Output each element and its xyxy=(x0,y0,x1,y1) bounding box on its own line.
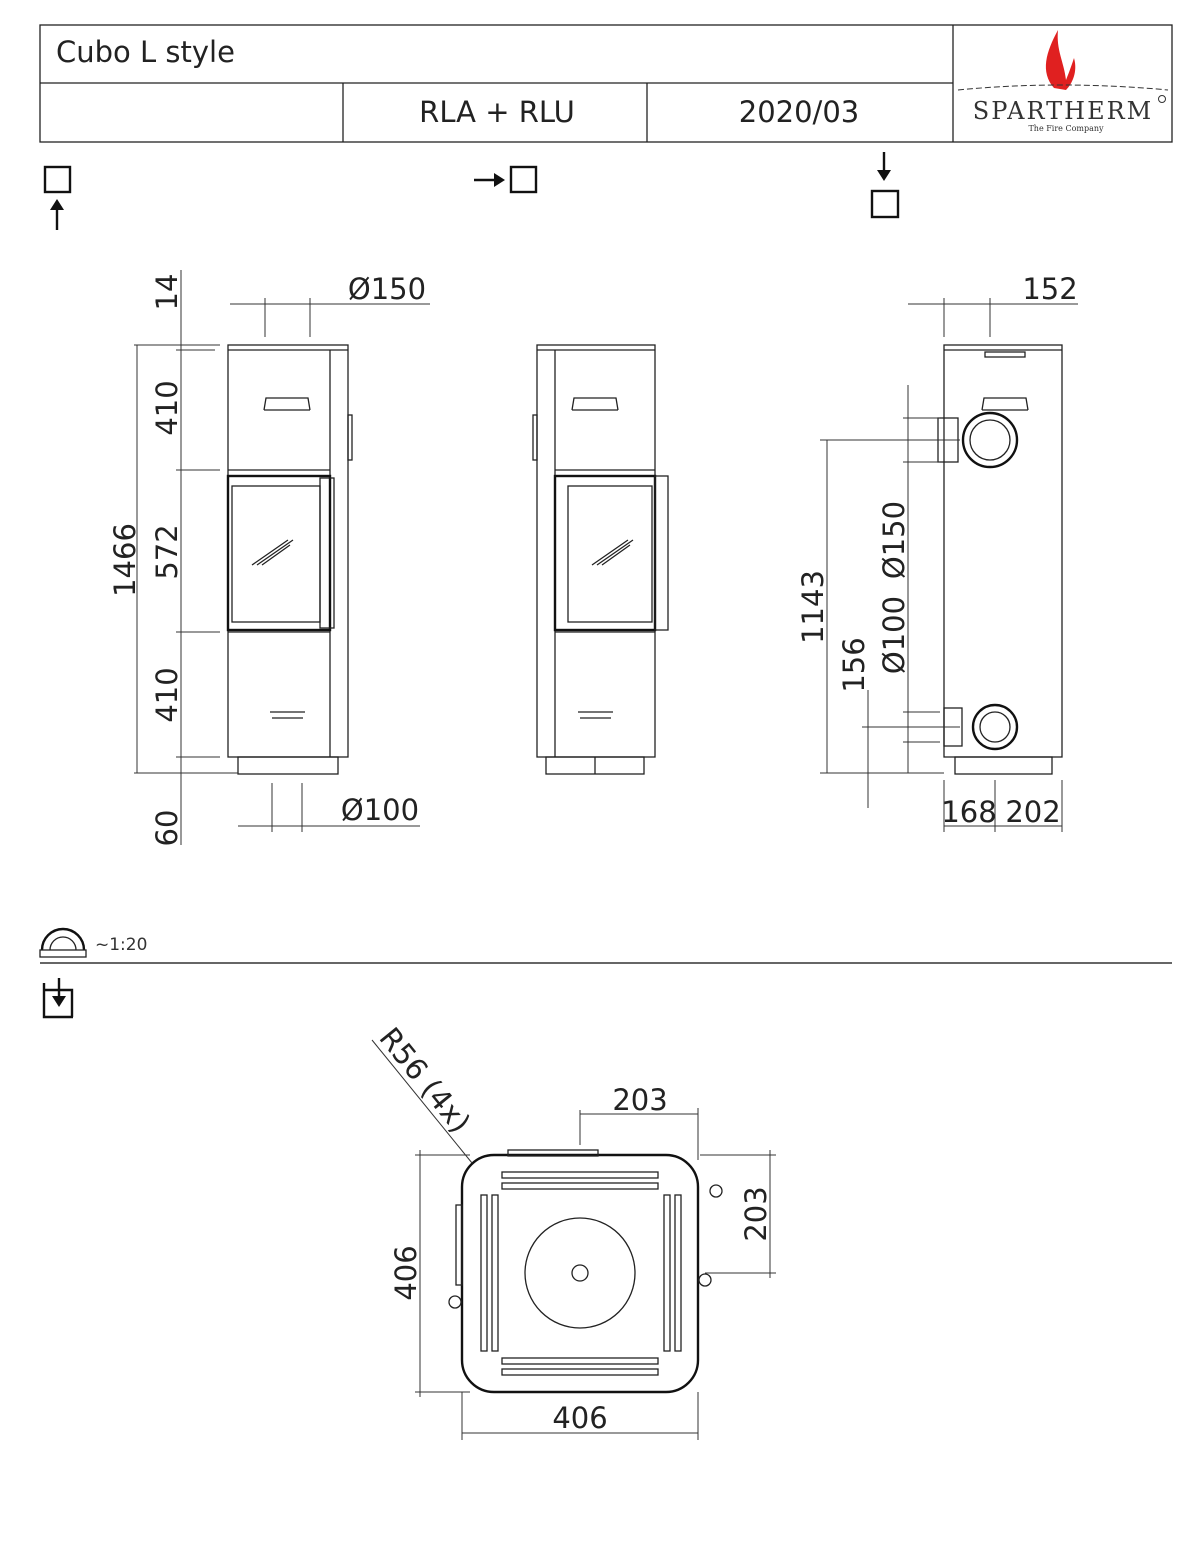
dim-depth-rest: 202 xyxy=(1005,795,1060,829)
dim-flue-offset: 152 xyxy=(1022,272,1077,306)
dim-flue-top: Ø150 xyxy=(348,272,426,306)
dim-top-offset: 14 xyxy=(150,274,184,311)
spartherm-logo: SPARTHERM The Fire Company xyxy=(957,30,1169,133)
dim-total-height: 1466 xyxy=(108,523,142,597)
dim-lower-section: 410 xyxy=(150,667,184,722)
dim-center-x: 203 xyxy=(612,1083,667,1117)
dim-flue-diameter: Ø150 xyxy=(877,501,911,579)
scale-indicator: ~1:20 xyxy=(39,927,147,958)
protractor-icon xyxy=(40,927,86,951)
title-block: Cubo L style RLA + RLU 2020/03 SPARTHERM… xyxy=(39,24,1173,143)
dim-radius: R56 (4x) xyxy=(373,1021,478,1139)
dim-door-section: 572 xyxy=(150,524,184,579)
dim-air-diameter: Ø100 xyxy=(877,596,911,674)
front-view: 1466 14 410 572 410 60 Ø150 Ø100 xyxy=(108,270,430,846)
product-title: Cubo L style xyxy=(56,35,235,69)
top-view: 203 203 406 406 R56 (4x) xyxy=(371,1021,776,1440)
scale-label: ~1:20 xyxy=(95,935,147,955)
variant-label: RLA + RLU xyxy=(419,95,575,129)
right-view: 152 1143 156 Ø150 Ø100 168 202 xyxy=(796,272,1078,832)
dim-air-height: 156 xyxy=(837,637,871,692)
logo-brand: SPARTHERM xyxy=(973,97,1153,125)
dim-center-y: 203 xyxy=(739,1186,773,1241)
dim-depth: 406 xyxy=(389,1245,423,1300)
date-label: 2020/03 xyxy=(739,95,859,129)
side-view xyxy=(532,344,669,775)
flame-icon xyxy=(1045,30,1076,90)
front-view-icon xyxy=(43,165,72,230)
side-view-icon xyxy=(474,165,538,194)
right-view-icon xyxy=(870,152,900,219)
top-view-icon xyxy=(42,978,74,1019)
dim-air-offset: 168 xyxy=(941,795,996,829)
logo-tagline: The Fire Company xyxy=(1028,124,1104,133)
dim-width: 406 xyxy=(552,1401,607,1435)
dim-upper-section: 410 xyxy=(150,380,184,435)
dim-flue-height: 1143 xyxy=(796,570,830,644)
dim-base: 60 xyxy=(150,810,184,847)
dim-air-inlet: Ø100 xyxy=(341,793,419,827)
